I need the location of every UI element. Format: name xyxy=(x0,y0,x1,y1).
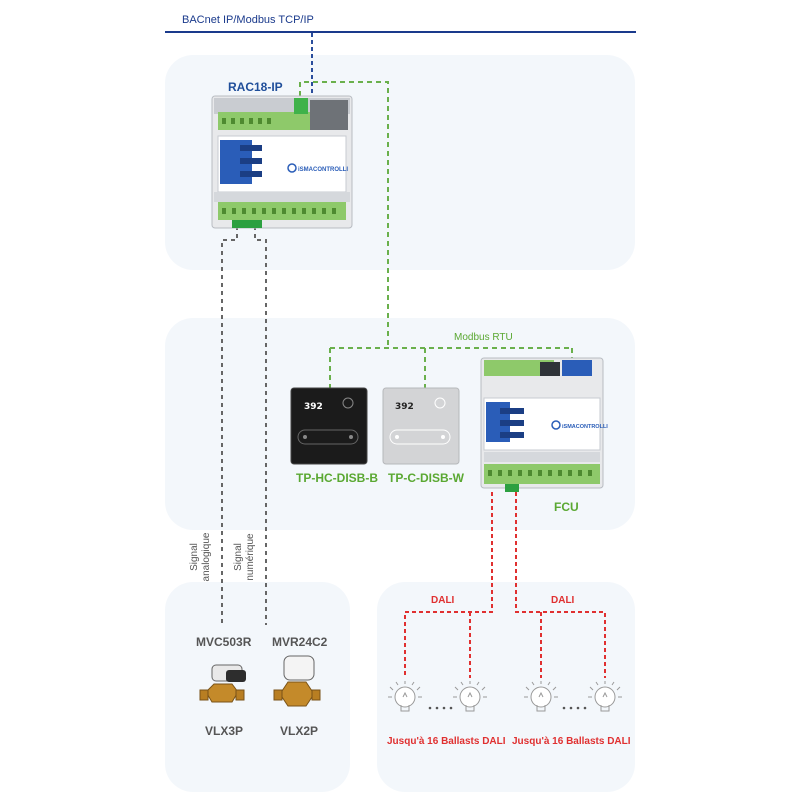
modbus-rtu-label: Modbus RTU xyxy=(454,332,513,343)
signal-analog-label: Signal analogique xyxy=(189,527,219,587)
bulb-icon xyxy=(453,681,487,712)
signal-lines xyxy=(221,226,267,625)
controller-name: RAC18-IP xyxy=(228,80,283,94)
zone-lighting xyxy=(377,582,635,792)
signal-digital-label: Signal numérique xyxy=(233,527,263,587)
thermostat-white-display: 392 xyxy=(395,402,414,412)
thermostat-black-name: TP-HC-DISB-B xyxy=(296,471,378,485)
signal-analog-line2: analogique xyxy=(200,532,212,582)
signal-digital-line1: Signal xyxy=(233,543,244,571)
bulb-icon xyxy=(524,681,558,712)
ellipsis-dots xyxy=(428,706,587,710)
rac18-ip-device: iSMACONTROLLI xyxy=(211,95,353,229)
dali-lines xyxy=(404,492,606,678)
fcu-device: iSMACONTROLLI xyxy=(480,357,608,492)
signal-digital-line2: numérique xyxy=(244,533,256,581)
dali-group-label-2: Jusqu'à 16 Ballasts DALI xyxy=(512,736,631,747)
dali-bulbs xyxy=(388,681,622,712)
valve-vlx3p-illustration xyxy=(199,664,246,703)
dali-bus-label-1: DALI xyxy=(431,595,455,606)
signal-analog-line1: Signal xyxy=(189,543,200,571)
rac18-brand-text: iSMACONTROLLI xyxy=(298,167,348,173)
valve-vlx2p-illustration xyxy=(273,655,321,707)
valve-vlx2p-name: VLX2P xyxy=(280,724,319,738)
thermostat-black-device: 392 xyxy=(290,387,368,465)
actuator-mvr24c2-name: MVR24C2 xyxy=(272,635,328,649)
bulb-icon xyxy=(588,681,622,712)
fcu-name: FCU xyxy=(554,500,579,514)
thermostat-white-device: 392 xyxy=(382,387,460,465)
dali-bus-label-2: DALI xyxy=(551,595,575,606)
bulb-icon xyxy=(388,681,422,712)
actuator-mvc503r-name: MVC503R xyxy=(196,635,252,649)
thermostat-white-name: TP-C-DISB-W xyxy=(388,471,464,485)
bacnet-bus-label: BACnet IP/Modbus TCP/IP xyxy=(182,14,314,26)
fcu-brand-text: iSMACONTROLLI xyxy=(562,424,608,430)
zone-valves xyxy=(165,582,350,792)
thermostat-black-display: 392 xyxy=(304,402,323,412)
valve-vlx3p-name: VLX3P xyxy=(205,724,244,738)
dali-group-label-1: Jusqu'à 16 Ballasts DALI xyxy=(387,736,506,747)
